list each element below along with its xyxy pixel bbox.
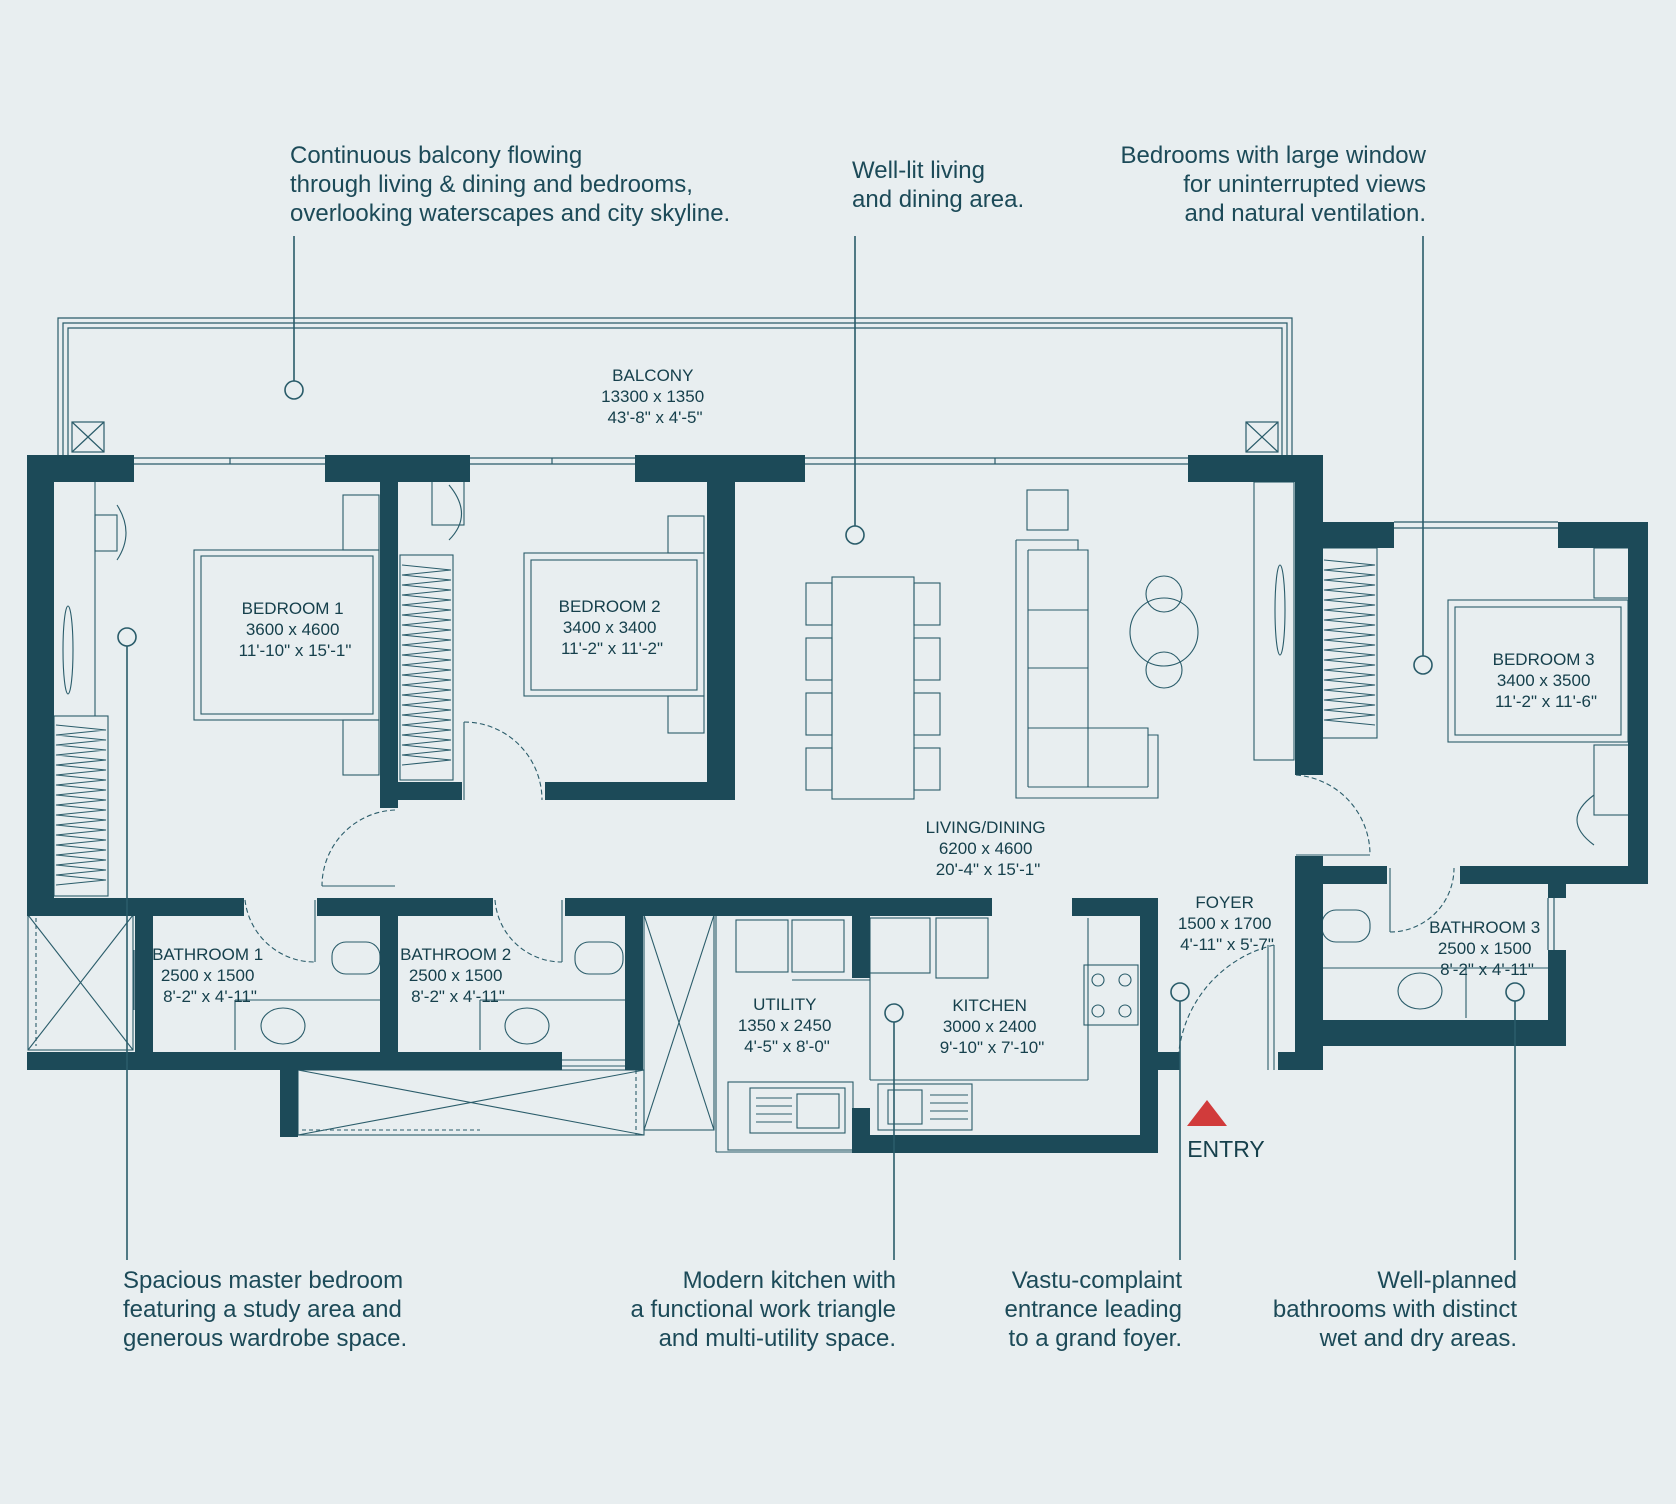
callout-line: wet and dry areas.: [1319, 1325, 1517, 1352]
callout-balcony: Continuous balcony flowing through livin…: [290, 141, 730, 228]
bathroom2-label: BATHROOM 2 2500 x 1500 8'-2" x 4'-11": [400, 945, 516, 1006]
callout-line: Well-planned: [1377, 1267, 1517, 1294]
callout-line: bathrooms with distinct: [1272, 1296, 1517, 1323]
callout-line: for uninterrupted views: [1183, 171, 1426, 198]
window-lines: [133, 457, 1558, 1010]
entry-label: ENTRY: [1187, 1136, 1265, 1162]
callout-line: Vastu-complaint: [1011, 1267, 1182, 1294]
callout-master-bedroom: Spacious master bedroom featuring a stud…: [123, 1266, 407, 1353]
callout-line: Modern kitchen with: [682, 1267, 896, 1294]
callout-entrance: Vastu-complaint entrance leading to a gr…: [1005, 1266, 1182, 1353]
balcony-label: BALCONY 13300 x 1350 43'-8" x 4'-5": [601, 366, 709, 427]
callout-kitchen: Modern kitchen with a functional work tr…: [631, 1266, 896, 1353]
callout-line: Bedrooms with large window: [1120, 142, 1426, 169]
callout-bedroom-windows: Bedrooms with large window for uninterru…: [1121, 141, 1426, 228]
callout-bathrooms: Well-planned bathrooms with distinct wet…: [1273, 1266, 1517, 1353]
kitchen-label: KITCHEN 3000 x 2400 9'-10" x 7'-10": [940, 996, 1045, 1057]
callout-line: and dining area.: [852, 186, 1025, 213]
callout-line: Spacious master bedroom: [123, 1267, 404, 1294]
callout-line: through living & dining and bedrooms,: [290, 171, 693, 198]
callout-line: entrance leading: [1004, 1296, 1182, 1323]
bedroom2-label: BEDROOM 2 3400 x 3400 11'-2" x 11'-2": [559, 597, 666, 658]
callout-line: overlooking waterscapes and city skyline…: [290, 200, 731, 227]
callout-line: and multi-utility space.: [658, 1325, 896, 1352]
walls: [27, 455, 1648, 1153]
bathroom3-label: BATHROOM 3 2500 x 1500 8'-2" x 4'-11": [1429, 918, 1545, 979]
callout-line: and natural ventilation.: [1184, 200, 1427, 227]
living-dining-label: LIVING/DINING 6200 x 4600 20'-4" x 15'-1…: [926, 818, 1051, 879]
callout-living: Well-lit living and dining area.: [852, 156, 1024, 214]
foyer-label: FOYER 1500 x 1700 4'-11" x 5'-7": [1178, 893, 1276, 954]
callout-line: to a grand foyer.: [1008, 1325, 1182, 1352]
door-swings: [244, 721, 1455, 1071]
entry-marker-icon: [1187, 1100, 1227, 1126]
furniture: [62, 474, 1631, 1153]
callout-line: Continuous balcony flowing: [290, 142, 583, 169]
callout-line: generous wardrobe space.: [123, 1325, 408, 1352]
callout-line: a functional work triangle: [630, 1296, 896, 1323]
callout-line: Well-lit living: [852, 157, 985, 184]
room-labels: BALCONY 13300 x 1350 43'-8" x 4'-5" BEDR…: [152, 366, 1600, 1057]
service-shafts: [27, 914, 715, 1136]
bedroom1-label: BEDROOM 1 3600 x 4600 11'-10" x 15'-1": [239, 599, 352, 660]
callout-line: featuring a study area and: [123, 1296, 402, 1323]
balcony-outline: [57, 317, 1293, 455]
callout-leaders: [117, 236, 1525, 1260]
utility-label: UTILITY 1350 x 2450 4'-5" x 8'-0": [738, 995, 836, 1056]
bedroom3-label: BEDROOM 3 3400 x 3500 11'-2" x 11'-6": [1493, 650, 1600, 711]
bathroom1-label: BATHROOM 1 2500 x 1500 8'-2" x 4'-11": [152, 945, 268, 1006]
